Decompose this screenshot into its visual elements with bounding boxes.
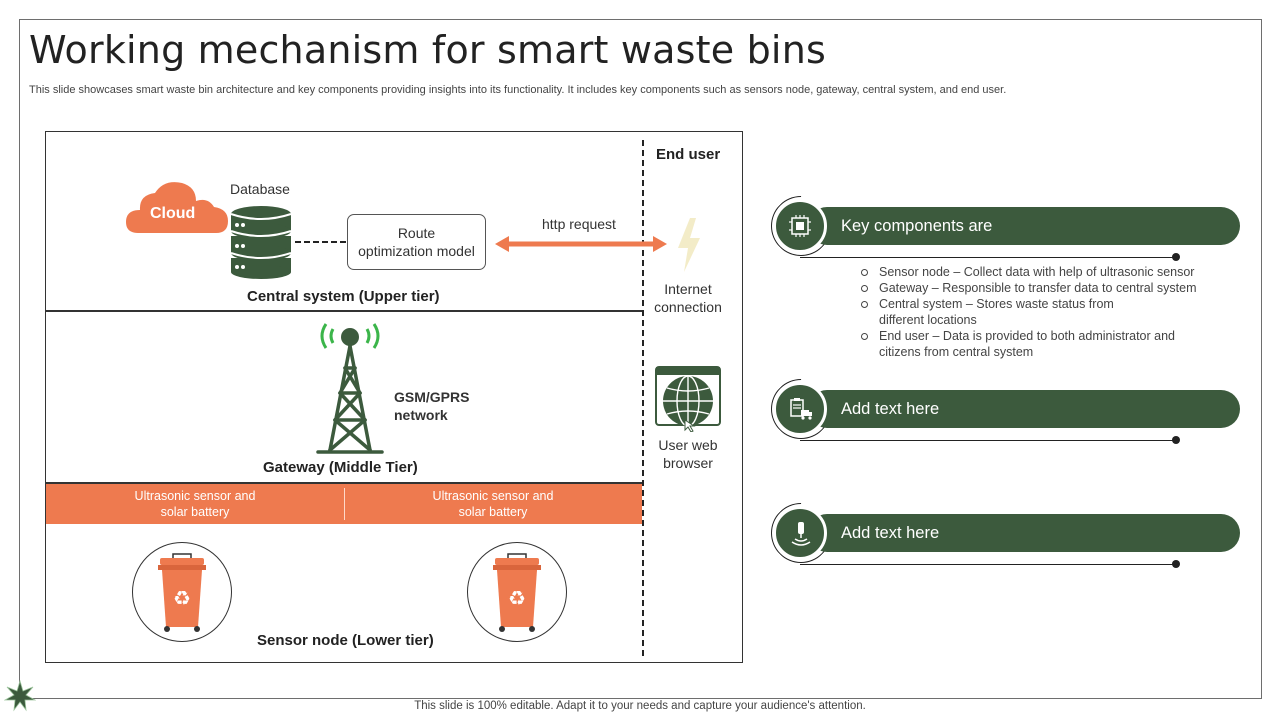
recycle-bin-icon: ♻: [158, 553, 206, 632]
gsm-network-label: GSM/GPRS network: [394, 388, 469, 424]
sensor-band-left-line2: solar battery: [160, 505, 230, 519]
slide-footer: This slide is 100% editable. Adapt it to…: [414, 700, 866, 712]
waste-bin-left: ♻: [132, 542, 232, 642]
route-optimization-box: Route optimization model: [347, 214, 486, 270]
http-request-label: http request: [542, 216, 616, 232]
slide-subtitle: This slide showcases smart waste bin arc…: [29, 84, 1007, 96]
waste-bin-right: ♻: [467, 542, 567, 642]
architecture-diagram: Cloud Database Route optimization model: [45, 131, 743, 663]
browser-line1: User web: [658, 437, 718, 453]
panel-item-2: Add text here: [808, 390, 1240, 428]
underline-dot: [1172, 436, 1180, 444]
cloud-label: Cloud: [150, 205, 196, 222]
end-user-label: End user: [656, 146, 721, 163]
gsm-line1: GSM/GPRS: [394, 389, 470, 405]
sensor-band-right-line1: Ultrasonic sensor and: [432, 489, 554, 503]
route-line1: Route: [397, 225, 436, 241]
list-item: Gateway – Responsible to transfer data t…: [859, 280, 1239, 296]
bullet-line: Gateway – Responsible to transfer data t…: [879, 281, 1197, 295]
bullet-line: End user – Data is provided to both admi…: [879, 329, 1176, 343]
db-route-connector: [295, 241, 346, 243]
cell-tower-icon: [316, 323, 384, 454]
sensor-band-right-line2: solar battery: [458, 505, 528, 519]
sensor-tier-label: Sensor node (Lower tier): [257, 632, 434, 649]
key-components-list: Sensor node – Collect data with help of …: [859, 264, 1239, 360]
panel-item-3: Add text here: [808, 514, 1240, 552]
internet-connection-label: Internet connection: [646, 280, 730, 316]
upper-tier-divider: [46, 310, 642, 312]
sensor-band-right: Ultrasonic sensor and solar battery: [344, 488, 642, 520]
panel-item-label: Add text here: [841, 524, 940, 542]
sensor-band-left-line1: Ultrasonic sensor and: [134, 489, 256, 503]
bullet-line: citizens from central system: [879, 345, 1034, 359]
sensor-band-divider: [344, 488, 345, 520]
internet-line2: connection: [654, 299, 722, 315]
underline: [800, 564, 1176, 565]
star-logo-icon: [4, 680, 36, 712]
http-arrow-icon: [495, 236, 667, 252]
browser-line2: browser: [663, 455, 713, 471]
lightning-icon: [678, 218, 700, 272]
svg-text:♻: ♻: [508, 586, 526, 610]
bullet-line: Sensor node – Collect data with help of …: [879, 265, 1195, 279]
end-user-divider: [642, 140, 644, 656]
sensor-band: Ultrasonic sensor and solar battery Ultr…: [46, 484, 642, 524]
circuit-board-icon: [773, 199, 827, 253]
gsm-line2: network: [394, 407, 448, 423]
list-item: Sensor node – Collect data with help of …: [859, 264, 1239, 280]
web-browser-icon: [655, 366, 721, 432]
cloud-icon: [126, 182, 228, 233]
panel-item-label: Key components are: [841, 217, 993, 235]
database-icon: [230, 206, 292, 279]
panel-item-key-components: Key components are: [808, 207, 1240, 245]
recycle-bin-icon: ♻: [493, 553, 541, 632]
bullet-line: Central system – Stores waste status fro…: [879, 297, 1114, 311]
internet-line1: Internet: [664, 281, 712, 297]
panel-item-label: Add text here: [841, 400, 940, 418]
middle-tier-divider: [46, 482, 642, 484]
underline: [800, 440, 1176, 441]
user-web-browser-label: User web browser: [646, 436, 730, 472]
gateway-tier-label: Gateway (Middle Tier): [263, 459, 418, 476]
underline: [800, 257, 1176, 258]
sensor-signal-icon: [773, 506, 827, 560]
route-line2: optimization model: [358, 243, 475, 259]
list-item: Central system – Stores waste status fro…: [859, 296, 1239, 328]
underline-dot: [1172, 560, 1180, 568]
central-tier-label: Central system (Upper tier): [247, 288, 440, 305]
sensor-band-left: Ultrasonic sensor and solar battery: [46, 488, 344, 520]
slide-title: Working mechanism for smart waste bins: [29, 28, 826, 72]
clipboard-truck-icon: [773, 382, 827, 436]
underline-dot: [1172, 253, 1180, 261]
database-label: Database: [230, 181, 290, 197]
list-item: End user – Data is provided to both admi…: [859, 328, 1239, 360]
slide-frame: [19, 19, 1262, 699]
bullet-line: different locations: [879, 313, 977, 327]
svg-text:♻: ♻: [173, 586, 191, 610]
